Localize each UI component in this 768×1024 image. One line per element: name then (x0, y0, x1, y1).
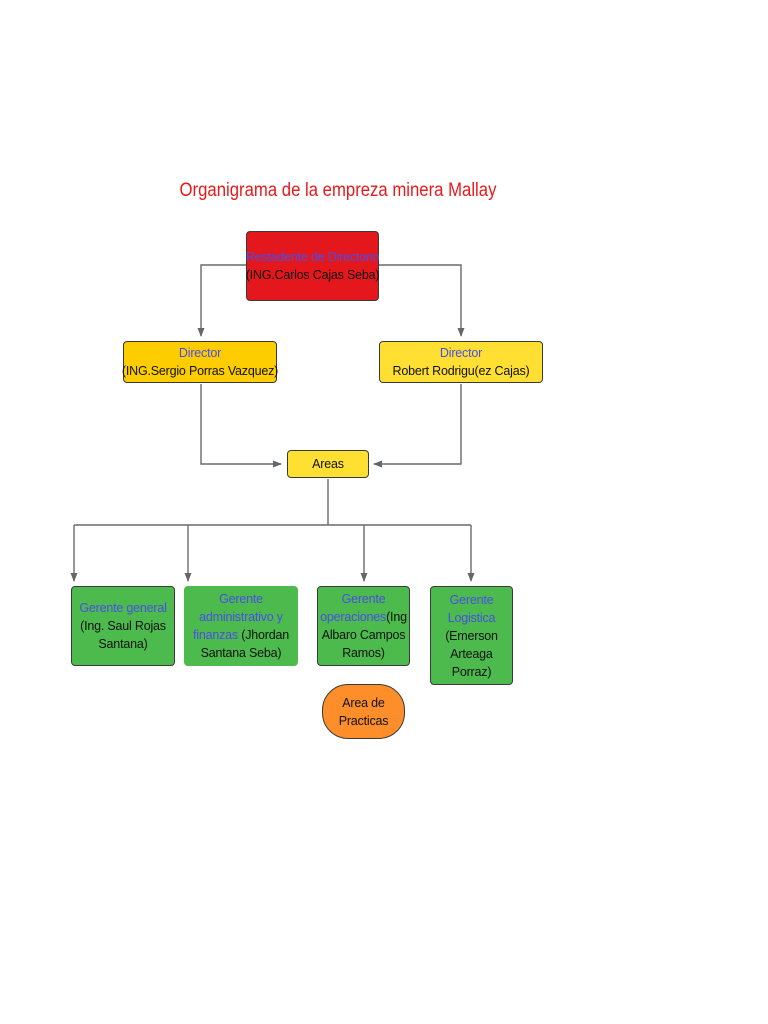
node-role: Restadente de Directorio (245, 250, 380, 264)
node-person: Arteaga (450, 646, 493, 661)
node-person: Porraz) (451, 664, 492, 679)
node-director-left[interactable]: Director (ING.Sergio Porras Vazquez) (121, 341, 279, 383)
node-person: (Jhordan (237, 628, 289, 642)
node-person: (Ing (386, 610, 407, 624)
node-role: Gerente (449, 592, 494, 607)
node-person: Santana Seba) (200, 646, 282, 660)
node-label: Area de (342, 695, 385, 710)
node-director-right[interactable]: Director Robert Rodrigu(ez Cajas) (379, 341, 543, 383)
node-role: Gerente (341, 592, 386, 606)
connector-president-director-left (197, 264, 246, 337)
node-role: Gerente (219, 592, 263, 606)
page-title: Organigrama de la empreza minera Mallay (179, 180, 497, 201)
node-gerente-logistica[interactable]: Gerente Logistica (Emerson Arteaga Porra… (430, 586, 513, 685)
node-person: (Ing. Saul Rojas (80, 619, 166, 633)
node-person: Ramos) (342, 646, 385, 660)
node-area-practicas[interactable]: Area de Practicas (322, 684, 405, 739)
node-person: (ING.Carlos Cajas Seba) (245, 268, 380, 282)
node-role: Logistica (447, 610, 496, 625)
node-gerente-administrativo[interactable]: Gerente administrativo y finanzas (Jhord… (184, 586, 298, 666)
node-person: Robert Rodrigu(ez Cajas) (392, 364, 530, 378)
node-person: Albaro Campos (321, 628, 406, 642)
node-role: operaciones (320, 610, 387, 624)
node-presidente-directorio[interactable]: Restadente de Directorio (ING.Carlos Caj… (245, 231, 380, 301)
node-role: administrativo y (199, 610, 283, 624)
node-person: (Emerson (445, 628, 498, 643)
node-person: (ING.Sergio Porras Vazquez) (121, 364, 279, 378)
node-person: Santana) (98, 637, 148, 651)
connector-areas-bus (74, 479, 471, 526)
connector-director-left-areas (200, 384, 282, 468)
connector-president-director-right (379, 264, 465, 337)
node-gerente-operaciones[interactable]: Gerente operaciones(Ing Albaro Campos Ra… (317, 586, 410, 666)
node-areas[interactable]: Areas (287, 450, 369, 478)
node-label: Areas (312, 457, 344, 471)
node-role: finanzas (193, 628, 238, 642)
node-role: Director (178, 346, 222, 360)
node-gerente-general[interactable]: Gerente general (Ing. Saul Rojas Santana… (71, 586, 175, 666)
node-label: Practicas (338, 713, 389, 728)
node-role: Director (439, 346, 483, 360)
connector-director-right-areas (373, 384, 462, 468)
node-role: Gerente general (79, 601, 167, 615)
